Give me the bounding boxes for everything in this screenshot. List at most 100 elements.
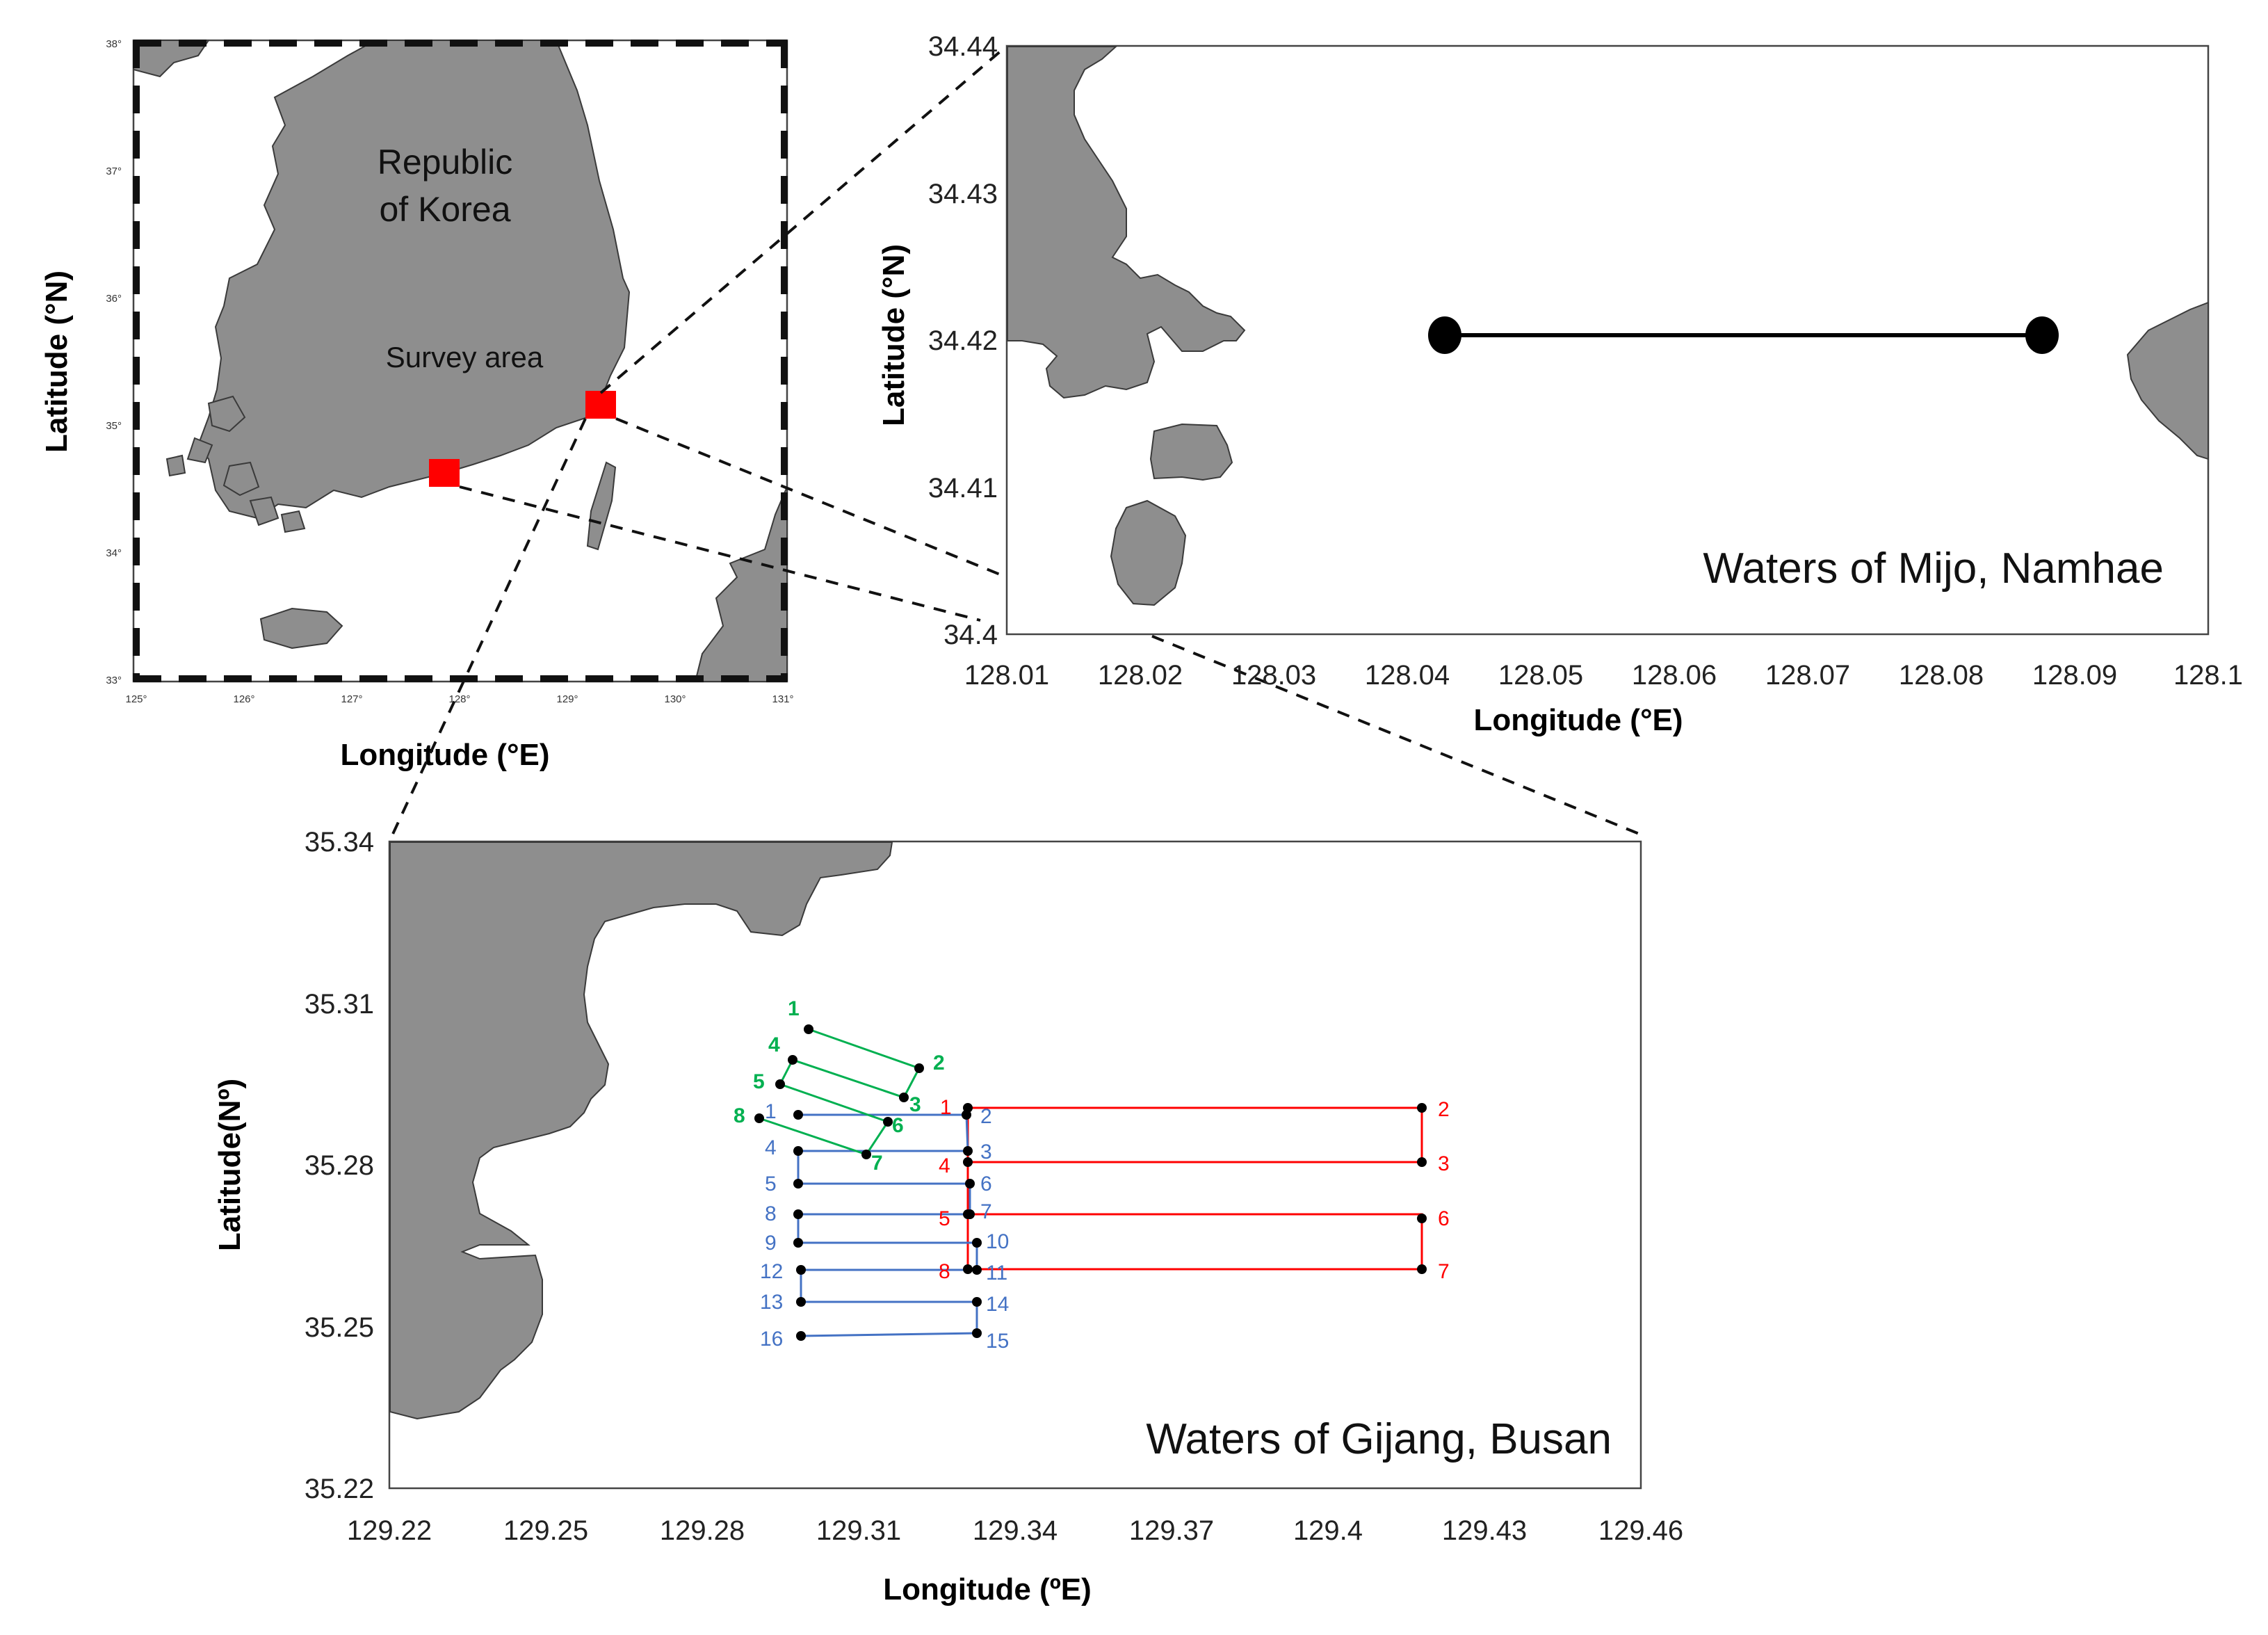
green-point-label: 2 xyxy=(933,1052,945,1074)
mijo-x-tick: 128.03 xyxy=(1231,660,1316,691)
red-point-label: 5 xyxy=(939,1207,950,1230)
overview-map: Republic of Korea Survey area 125° 126° … xyxy=(40,38,794,772)
mijo-transect-start xyxy=(1428,316,1461,354)
green-point-label: 7 xyxy=(871,1152,883,1175)
gijang-x-axis-label: Longitude (ºE) xyxy=(883,1572,1092,1606)
red-point-label: 4 xyxy=(939,1154,950,1177)
mijo-x-tick: 128.1 xyxy=(2173,660,2243,691)
northwest-coast xyxy=(133,40,210,78)
jeju-island xyxy=(259,607,343,650)
mijo-y-tick: 34.4 xyxy=(943,620,998,650)
mijo-transect-end xyxy=(2025,316,2059,354)
gijang-y-tick: 35.25 xyxy=(305,1312,374,1343)
mijo-y-tick: 34.42 xyxy=(928,325,998,356)
gijang-x-tick: 129.28 xyxy=(660,1515,745,1546)
mijo-x-tick: 128.04 xyxy=(1365,660,1450,691)
mijo-y-axis-label: Latitude (°N) xyxy=(877,244,911,426)
gijang-x-tick: 129.46 xyxy=(1598,1515,1683,1546)
gijang-y-tick: 35.34 xyxy=(305,827,374,857)
mijo-x-tick: 128.08 xyxy=(1899,660,1984,691)
gijang-y-ticks: 35.34 35.31 35.28 35.25 35.22 xyxy=(305,827,374,1504)
green-point-label: 4 xyxy=(768,1033,780,1056)
mijo-map: Waters of Mijo, Namhae 128.01 128.02 128… xyxy=(877,31,2243,737)
red-point-label: 7 xyxy=(1438,1260,1450,1283)
blue-point-label: 9 xyxy=(765,1232,777,1255)
mijo-x-ticks: 128.01 128.02 128.03 128.04 128.05 128.0… xyxy=(964,660,2243,691)
mijo-east-landmass xyxy=(2126,301,2209,460)
mijo-x-tick: 128.01 xyxy=(964,660,1049,691)
red-point-label: 8 xyxy=(939,1260,950,1283)
blue-point-label: 11 xyxy=(986,1262,1007,1284)
gijang-y-axis-label: Latitude(Nº) xyxy=(213,1079,247,1251)
gijang-x-tick: 129.25 xyxy=(503,1515,588,1546)
mijo-x-tick: 128.06 xyxy=(1632,660,1717,691)
gijang-x-ticks: 129.22 129.25 129.28 129.31 129.34 129.3… xyxy=(347,1515,1683,1546)
blue-point-label: 16 xyxy=(760,1328,783,1351)
gijang-map-title: Waters of Gijang, Busan xyxy=(1146,1415,1612,1463)
korea-landmass xyxy=(197,40,631,520)
korea-label-line1: Republic xyxy=(378,143,513,182)
gijang-red-labels: 1 2 3 4 5 6 7 8 xyxy=(939,1096,1450,1283)
red-point-label: 6 xyxy=(1438,1207,1450,1230)
gijang-green-labels: 1 2 3 4 5 6 7 8 xyxy=(734,997,945,1175)
gijang-coast-landmass xyxy=(389,841,893,1420)
overview-x-tick: 126° xyxy=(233,693,254,705)
zoom-connector-lines xyxy=(388,45,1642,842)
red-point-label: 2 xyxy=(1438,1098,1450,1121)
overview-y-axis-label: Latitude (°N) xyxy=(40,271,74,453)
gijang-x-tick: 129.34 xyxy=(973,1515,1058,1546)
overview-x-axis-label: Longitude (°E) xyxy=(340,738,549,772)
blue-point-label: 6 xyxy=(980,1173,992,1195)
gijang-y-tick: 35.31 xyxy=(305,989,374,1020)
green-point-label: 5 xyxy=(753,1070,765,1093)
overview-y-tick: 33° xyxy=(106,675,122,686)
gijang-x-tick: 129.43 xyxy=(1442,1515,1527,1546)
overview-y-tick: 36° xyxy=(106,293,122,305)
blue-point-label: 3 xyxy=(980,1141,992,1163)
green-point-label: 6 xyxy=(892,1114,904,1137)
mijo-y-tick: 34.44 xyxy=(928,31,998,62)
green-point-label: 8 xyxy=(734,1104,745,1127)
red-point-label: 3 xyxy=(1438,1152,1450,1175)
blue-point-label: 15 xyxy=(986,1330,1009,1353)
mijo-y-ticks: 34.44 34.43 34.42 34.41 34.4 xyxy=(928,31,998,650)
survey-area-label: Survey area xyxy=(386,341,544,373)
overview-x-ticks: 125° 126° 127° 128° 129° 130° 131° xyxy=(125,693,793,705)
mijo-x-tick: 128.07 xyxy=(1765,660,1850,691)
blue-point-label: 5 xyxy=(765,1173,777,1195)
gijang-green-survey-lines xyxy=(759,1028,921,1156)
mijo-islet-north xyxy=(1149,423,1233,481)
green-point-label: 3 xyxy=(909,1093,921,1116)
blue-point-label: 8 xyxy=(765,1202,777,1225)
mijo-y-tick: 34.41 xyxy=(928,473,998,504)
blue-point-label: 2 xyxy=(980,1105,992,1128)
gijang-map: 1 2 3 4 5 6 7 8 1 2 3 4 5 6 7 8 9 10 11 … xyxy=(213,827,1683,1606)
green-point-label: 1 xyxy=(788,997,800,1020)
mijo-y-tick: 34.43 xyxy=(928,179,998,209)
korea-label-line2: of Korea xyxy=(379,190,510,229)
mijo-map-title: Waters of Mijo, Namhae xyxy=(1703,545,2164,593)
blue-point-label: 12 xyxy=(760,1260,783,1283)
blue-point-label: 10 xyxy=(986,1230,1009,1253)
overview-y-tick: 34° xyxy=(106,547,122,559)
overview-y-tick: 38° xyxy=(106,38,122,50)
gijang-x-tick: 129.37 xyxy=(1129,1515,1214,1546)
gijang-blue-survey-lines xyxy=(797,1113,978,1337)
mijo-islet-south xyxy=(1110,499,1187,606)
gijang-x-tick: 129.4 xyxy=(1293,1515,1363,1546)
blue-point-label: 13 xyxy=(760,1291,783,1314)
overview-y-ticks: 38° 37° 36° 35° 34° 33° xyxy=(106,38,122,686)
overview-x-tick: 130° xyxy=(664,693,686,705)
gijang-y-tick: 35.28 xyxy=(305,1150,374,1181)
survey-marker-mijo xyxy=(429,459,460,487)
mijo-x-axis-label: Longitude (°E) xyxy=(1473,703,1683,737)
overview-x-tick: 131° xyxy=(772,693,793,705)
mijo-x-tick: 128.02 xyxy=(1098,660,1183,691)
blue-point-label: 7 xyxy=(980,1200,992,1223)
gijang-blue-labels: 1 2 3 4 5 6 7 8 9 10 11 12 13 14 15 16 xyxy=(760,1100,1009,1353)
overview-map-border-dashes xyxy=(133,40,788,682)
survey-marker-gijang xyxy=(585,391,616,419)
blue-point-label: 4 xyxy=(765,1136,777,1159)
gijang-x-tick: 129.31 xyxy=(816,1515,901,1546)
red-point-label: 1 xyxy=(940,1096,952,1119)
